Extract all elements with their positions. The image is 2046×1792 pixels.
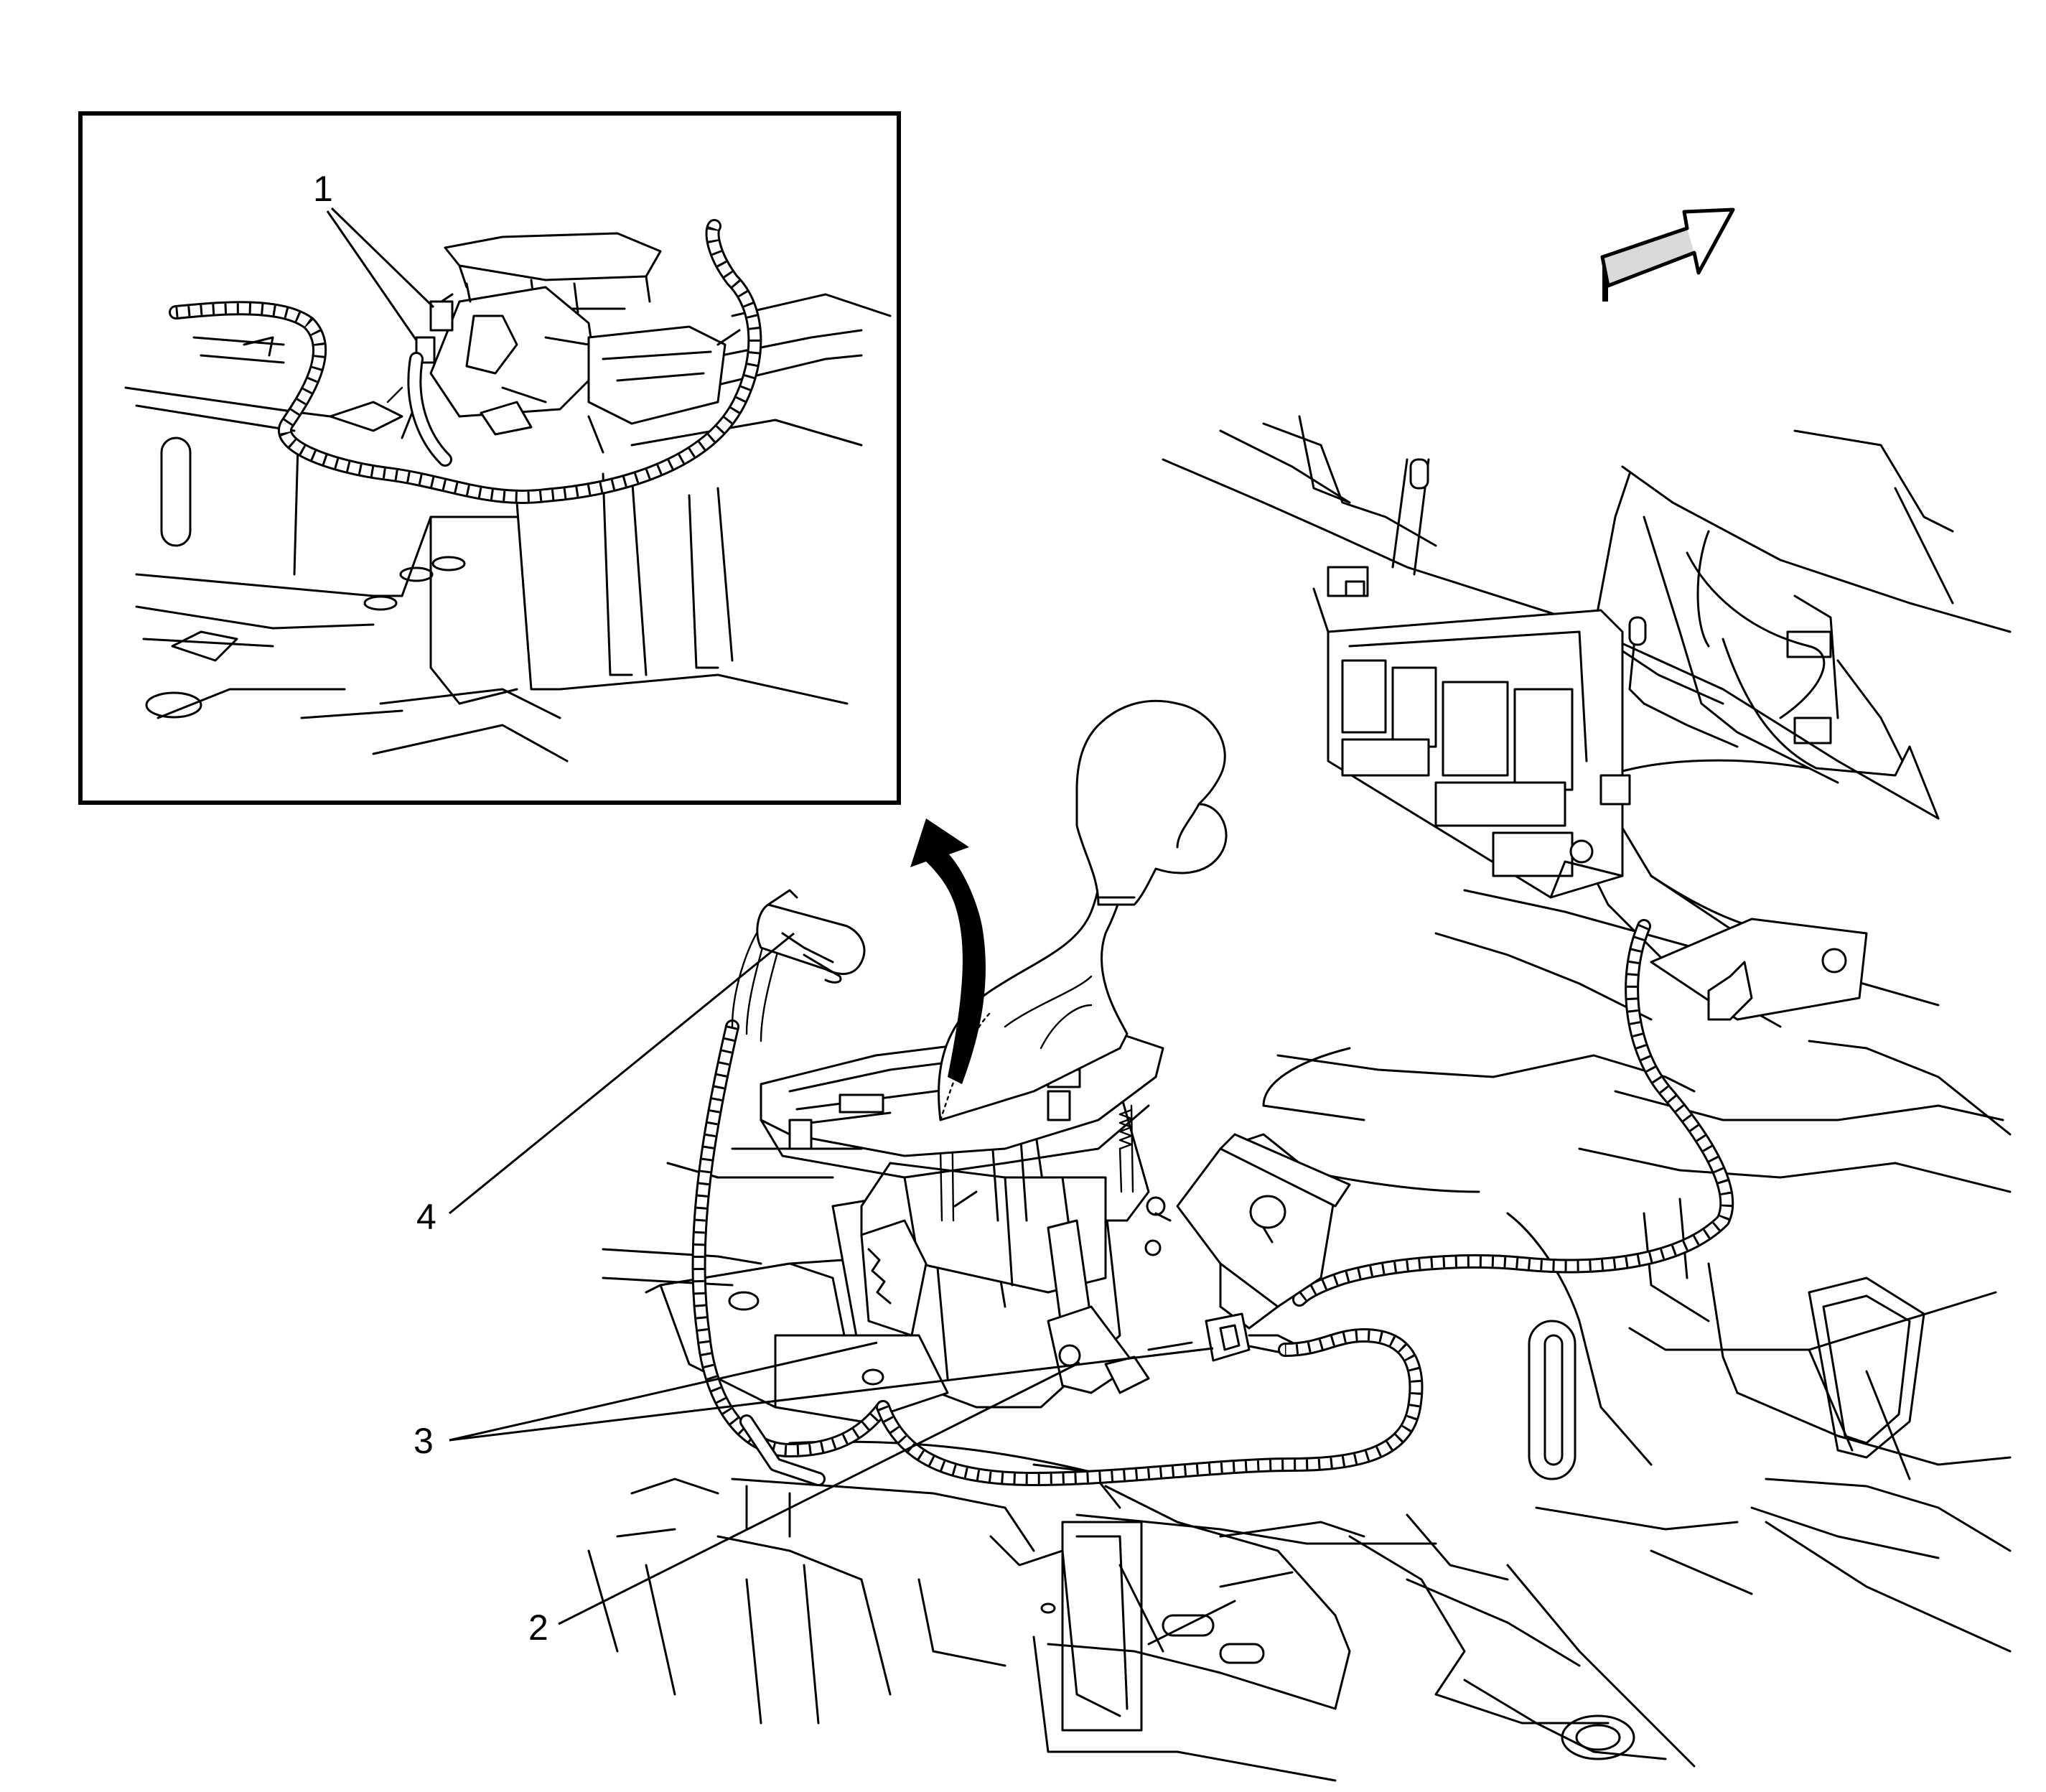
callout-3-leader-a (449, 1341, 878, 1442)
shifter-wiring-harness (691, 1019, 1424, 1486)
callout-1-group: 1 (313, 169, 435, 341)
inset-wiring-harness (169, 219, 762, 504)
callout-3-leader-b (449, 1347, 1214, 1442)
callout-1: 1 (313, 169, 333, 209)
main-wiring-harness (1292, 919, 1734, 1307)
inset-detail-view: 1 (78, 111, 901, 805)
callout-3-group: 3 (414, 1341, 1214, 1461)
floor-drain-hole (1561, 1714, 1635, 1760)
callout-3: 3 (414, 1421, 434, 1461)
callout-4: 4 (416, 1197, 436, 1237)
park-lock-connector (731, 889, 866, 1042)
shifter-assembly (602, 699, 1351, 1423)
shifter-harness-connector (1205, 1312, 1294, 1362)
callout-4-leader (449, 932, 795, 1215)
inset-frame (78, 111, 901, 805)
callout-2: 2 (528, 1607, 548, 1648)
body-control-module (1312, 458, 1739, 899)
callout-1-leader-a (330, 207, 435, 309)
floor-slot-left (1528, 1320, 1576, 1480)
floor-crossmember (1061, 1521, 1143, 1732)
lift-direction-arrow-icon (910, 818, 986, 1084)
floor-access-panel (1808, 1277, 1925, 1459)
inset-floor-hole (145, 691, 202, 719)
inset-shifter-assembly (386, 232, 741, 454)
callout-2-group: 2 (528, 1361, 1080, 1648)
shifter-mount-bracket-right (1650, 918, 1868, 1021)
callout-4-group: 4 (416, 932, 795, 1237)
inset-floor-panel (124, 293, 892, 762)
callout-1-leader-b (326, 210, 418, 341)
callout-2-leader (558, 1361, 1080, 1625)
inset-shift-lock-connector (429, 300, 454, 332)
front-direction-arrow-icon (1600, 207, 1735, 302)
inset-body-slot (160, 437, 192, 547)
